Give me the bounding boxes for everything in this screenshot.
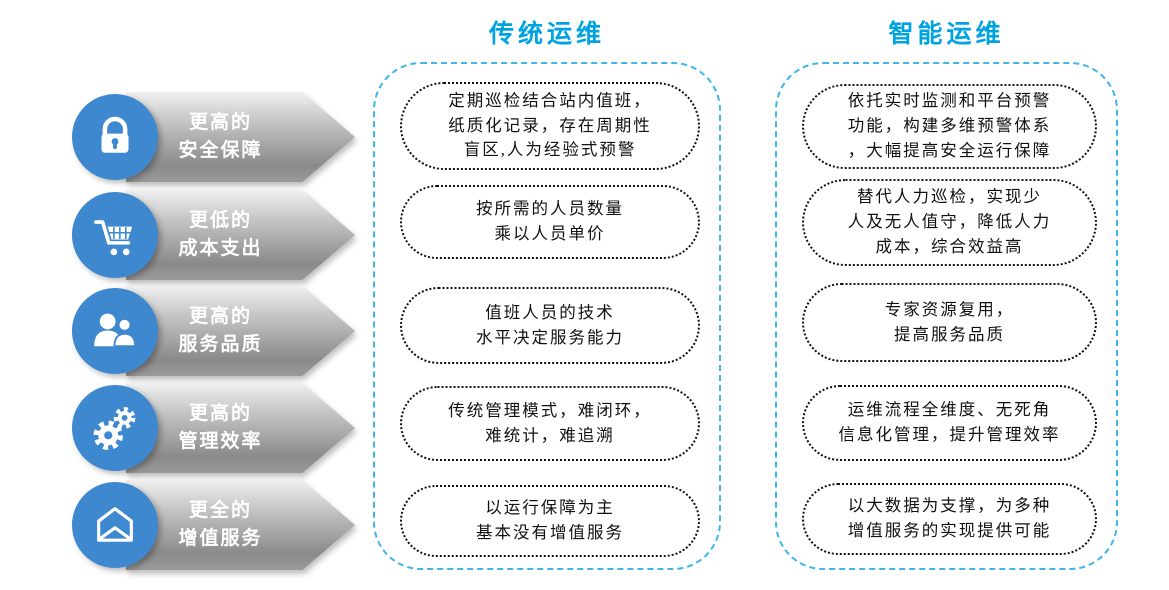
category-arrow: 更高的 安全保障 (126, 92, 355, 182)
category-label: 更低的 成本支出 (178, 210, 263, 259)
category-row-security: 更高的 安全保障 (0, 91, 365, 183)
traditional-box-security-text: 定期巡检结合站内值班， 纸质化记录，存在周期性 盲区,人为经验式预警 (448, 90, 652, 160)
category-arrow: 更高的 管理效率 (126, 383, 355, 473)
intelligent-box-value-added-text: 以大数据为支撑，为多种 增值服务的实现提供可能 (847, 496, 1052, 540)
traditional-box-value-added: 以运行保障为主 基本没有增值服务 (400, 485, 700, 557)
traditional-panel: 定期巡检结合站内值班， 纸质化记录，存在周期性 盲区,人为经验式预警 按所需的人… (373, 62, 721, 570)
intelligent-box-cost: 替代人力巡检，实现少 人及无人值守，降低人力 成本，综合效益高 (802, 179, 1097, 266)
envelope-icon-glyph (97, 507, 133, 542)
category-arrow: 更低的 成本支出 (126, 190, 355, 280)
arrow-banner: 更全的 增值服务 (126, 480, 355, 570)
intelligent-column-title: 智能运维 (888, 21, 1005, 48)
category-row-value-added: 更全的 增值服务 (0, 479, 365, 571)
intelligent-box-cost-text: 替代人力巡检，实现少 人及无人值守，降低人力 成本，综合效益高 (847, 187, 1052, 256)
traditional-column-title: 传统运维 (488, 21, 605, 48)
category-label: 更高的 管理效率 (178, 403, 263, 452)
category-label: 更全的 增值服务 (178, 500, 263, 549)
lock-icon (72, 94, 158, 180)
category-row-cost: 更低的 成本支出 (0, 189, 365, 281)
lock-icon-glyph (101, 116, 129, 153)
traditional-box-cost: 按所需的人员数量 乘以人员单价 (400, 185, 700, 259)
category-row-service: 更高的 服务品质 (0, 285, 365, 377)
intelligent-box-management-text: 运维流程全维度、无死角 信息化管理，提升管理效率 (838, 400, 1061, 444)
arrow-banner: 更高的 服务品质 (126, 286, 355, 376)
shopping-cart-icon-glyph (94, 220, 133, 256)
category-arrow: 更全的 增值服务 (126, 480, 355, 570)
category-label: 更高的 安全保障 (178, 112, 263, 161)
traditional-box-value-added-text: 以运行保障为主 基本没有增值服务 (476, 498, 624, 542)
traditional-box-cost-text: 按所需的人员数量 乘以人员单价 (476, 199, 624, 243)
intelligent-panel: 依托实时监测和平台预警 功能，构建多维预警体系 ，大幅提高安全运行保障 替代人力… (775, 62, 1118, 570)
category-row-management: 更高的 管理效率 (0, 382, 365, 474)
intelligent-box-management: 运维流程全维度、无死角 信息化管理，提升管理效率 (802, 385, 1097, 461)
arrow-banner: 更低的 成本支出 (126, 190, 355, 280)
shopping-cart-icon (72, 192, 158, 278)
people-icon (72, 288, 158, 374)
traditional-box-security: 定期巡检结合站内值班， 纸质化记录，存在周期性 盲区,人为经验式预警 (400, 82, 700, 170)
traditional-box-management-text: 传统管理模式，难闭环， 难统计，难追溯 (448, 400, 652, 445)
intelligent-box-service-text: 专家资源复用， 提高服务品质 (884, 299, 1015, 344)
category-label: 更高的 服务品质 (178, 306, 263, 355)
traditional-box-management: 传统管理模式，难闭环， 难统计，难追溯 (400, 386, 700, 461)
gears-icon-glyph (93, 407, 136, 451)
intelligent-box-security-text: 依托实时监测和平台预警 功能，构建多维预警体系 ，大幅提高安全运行保障 (847, 91, 1052, 160)
intelligent-box-service: 专家资源复用， 提高服务品质 (802, 283, 1097, 362)
traditional-box-service-text: 值班人员的技术 水平决定服务能力 (476, 302, 624, 347)
intelligent-box-security: 依托实时监测和平台预警 功能，构建多维预警体系 ，大幅提高安全运行保障 (802, 84, 1097, 169)
arrow-banner: 更高的 管理效率 (126, 383, 355, 473)
category-arrow: 更高的 服务品质 (126, 286, 355, 376)
arrow-banner: 更高的 安全保障 (126, 92, 355, 182)
gears-icon (72, 385, 158, 471)
traditional-box-service: 值班人员的技术 水平决定服务能力 (400, 287, 700, 364)
intelligent-box-value-added: 以大数据为支撑，为多种 增值服务的实现提供可能 (802, 483, 1097, 555)
envelope-icon (72, 482, 158, 568)
people-icon-glyph (94, 313, 137, 348)
